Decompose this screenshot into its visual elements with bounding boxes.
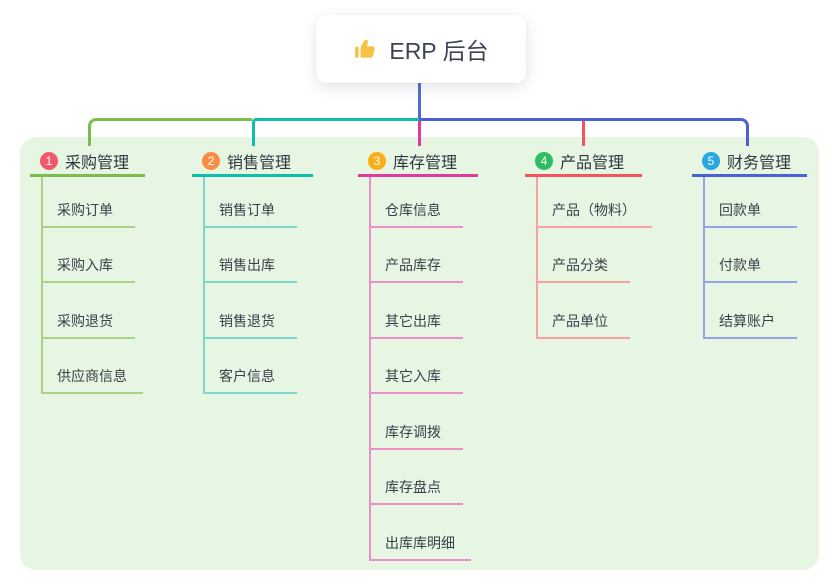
child-node-label: 产品单位 bbox=[552, 312, 608, 329]
branch-node-purchase[interactable]: 1 采购管理 bbox=[30, 147, 145, 177]
child-node[interactable]: 产品库存 bbox=[371, 228, 463, 283]
child-node-label: 其它入库 bbox=[385, 368, 441, 384]
child-node[interactable]: 库存调拨 bbox=[371, 394, 463, 450]
child-node[interactable]: 产品（物料） bbox=[538, 177, 652, 228]
branches-background-panel bbox=[20, 137, 819, 570]
child-node-label: 采购订单 bbox=[57, 201, 113, 218]
connector-bus-right bbox=[419, 118, 749, 146]
child-node-label: 采购退货 bbox=[57, 312, 113, 329]
child-node-label: 付款单 bbox=[719, 257, 761, 273]
child-node-label: 采购入库 bbox=[57, 257, 113, 273]
branch-node-product[interactable]: 4 产品管理 bbox=[525, 147, 642, 177]
branch-finance-management: 5 财务管理 回款单 付款单 结算账户 bbox=[692, 147, 807, 339]
child-node[interactable]: 库存盘点 bbox=[371, 450, 463, 505]
connector-drop-inventory bbox=[418, 121, 421, 146]
child-node[interactable]: 采购订单 bbox=[43, 177, 135, 228]
connector-bus-left bbox=[88, 118, 252, 146]
branch-number-badge: 4 bbox=[535, 151, 553, 170]
child-node[interactable]: 出库库明细 bbox=[371, 505, 471, 561]
child-node-label: 销售订单 bbox=[219, 201, 275, 218]
child-node-label: 产品分类 bbox=[552, 257, 608, 273]
child-node[interactable]: 销售出库 bbox=[205, 228, 297, 283]
child-node[interactable]: 其它出库 bbox=[371, 283, 463, 339]
child-node-label: 其它出库 bbox=[385, 312, 441, 329]
child-node[interactable]: 供应商信息 bbox=[43, 339, 143, 394]
branch-label: 销售管理 bbox=[227, 154, 292, 172]
child-node[interactable]: 采购入库 bbox=[43, 228, 135, 283]
branch-number-badge: 3 bbox=[368, 151, 386, 170]
branch-label: 产品管理 bbox=[560, 154, 625, 172]
child-node[interactable]: 产品分类 bbox=[538, 228, 630, 283]
branch-children: 仓库信息 产品库存 其它出库 其它入库 库存调拨 库存盘点 出库库明细 bbox=[369, 177, 478, 561]
child-node-label: 库存调拨 bbox=[385, 423, 441, 440]
branch-children: 回款单 付款单 结算账户 bbox=[703, 177, 807, 339]
branch-label: 库存管理 bbox=[393, 154, 458, 172]
child-node-label: 产品（物料） bbox=[552, 201, 636, 218]
branch-children: 采购订单 采购入库 采购退货 供应商信息 bbox=[41, 177, 145, 394]
child-node-label: 结算账户 bbox=[719, 312, 775, 329]
child-node[interactable]: 销售退货 bbox=[205, 283, 297, 339]
root-node[interactable]: ERP 后台 bbox=[316, 15, 526, 83]
branch-label: 采购管理 bbox=[65, 154, 130, 172]
child-node-label: 库存盘点 bbox=[385, 479, 441, 495]
child-node[interactable]: 采购退货 bbox=[43, 283, 135, 339]
child-node-label: 销售出库 bbox=[219, 257, 275, 273]
branch-inventory-management: 3 库存管理 仓库信息 产品库存 其它出库 其它入库 库存调拨 库存盘点 出库库… bbox=[358, 147, 478, 561]
branch-number-badge: 1 bbox=[40, 151, 58, 170]
branch-number-badge: 2 bbox=[202, 151, 220, 170]
child-node[interactable]: 仓库信息 bbox=[371, 177, 463, 228]
branch-children: 产品（物料） 产品分类 产品单位 bbox=[536, 177, 652, 339]
branch-node-finance[interactable]: 5 财务管理 bbox=[692, 147, 807, 177]
child-node[interactable]: 其它入库 bbox=[371, 339, 463, 394]
branch-sales-management: 2 销售管理 销售订单 销售出库 销售退货 客户信息 bbox=[192, 147, 313, 394]
child-node[interactable]: 客户信息 bbox=[205, 339, 297, 394]
thumbs-up-icon bbox=[355, 39, 376, 58]
child-node-label: 仓库信息 bbox=[385, 201, 441, 218]
root-node-label: ERP 后台 bbox=[389, 38, 489, 64]
branch-children: 销售订单 销售出库 销售退货 客户信息 bbox=[203, 177, 313, 394]
branch-node-inventory[interactable]: 3 库存管理 bbox=[358, 147, 478, 177]
branch-number-badge: 5 bbox=[702, 151, 720, 170]
child-node-label: 回款单 bbox=[719, 201, 761, 218]
root-connector-line bbox=[418, 83, 421, 119]
branch-product-management: 4 产品管理 产品（物料） 产品分类 产品单位 bbox=[525, 147, 652, 339]
child-node[interactable]: 销售订单 bbox=[205, 177, 297, 228]
connector-bus-middle bbox=[252, 118, 419, 146]
child-node-label: 产品库存 bbox=[385, 257, 441, 273]
connector-drop-product bbox=[582, 121, 585, 146]
branch-node-sales[interactable]: 2 销售管理 bbox=[192, 147, 313, 177]
child-node-label: 出库库明细 bbox=[385, 534, 455, 551]
child-node[interactable]: 产品单位 bbox=[538, 283, 630, 339]
child-node[interactable]: 结算账户 bbox=[705, 283, 797, 339]
child-node-label: 客户信息 bbox=[219, 368, 275, 384]
child-node[interactable]: 回款单 bbox=[705, 177, 797, 228]
child-node-label: 供应商信息 bbox=[57, 368, 127, 384]
branch-label: 财务管理 bbox=[727, 154, 792, 172]
child-node[interactable]: 付款单 bbox=[705, 228, 797, 283]
child-node-label: 销售退货 bbox=[219, 312, 275, 329]
branch-purchase-management: 1 采购管理 采购订单 采购入库 采购退货 供应商信息 bbox=[30, 147, 145, 394]
